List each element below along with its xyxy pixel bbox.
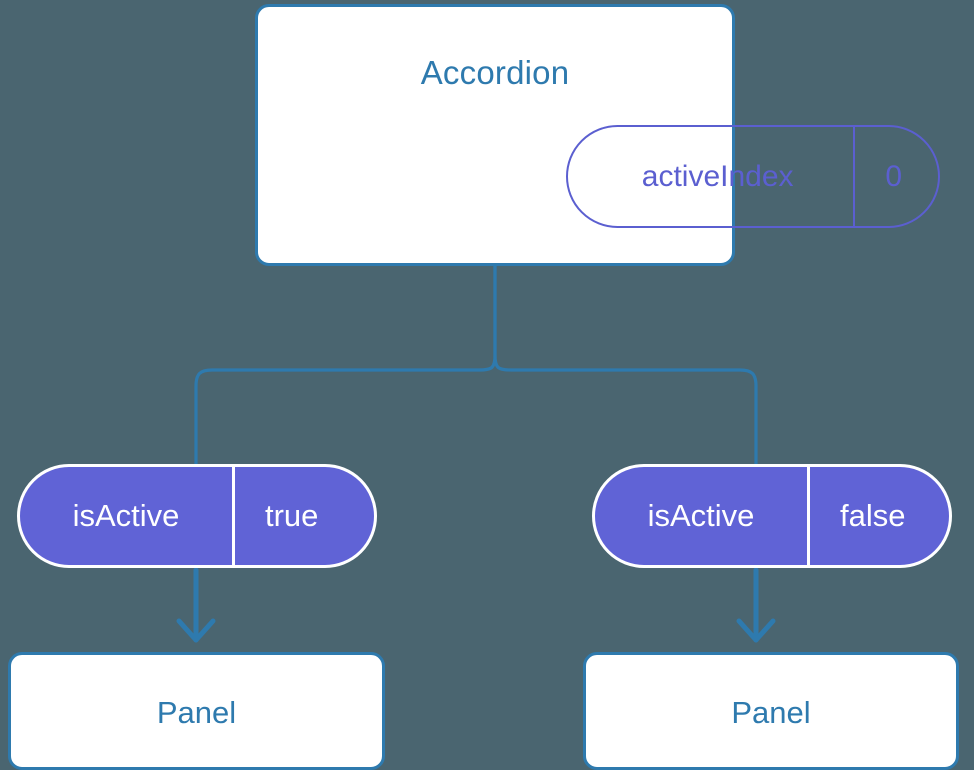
state-pill-right-value: false <box>840 498 906 533</box>
panel-card-right[interactable]: Panel <box>583 652 959 770</box>
accordion-prop-value: 0 <box>885 159 902 193</box>
tree-connector-path-right <box>493 264 758 466</box>
state-pill-left-value: true <box>265 498 319 533</box>
state-pill-is-active-true[interactable]: isActive true <box>17 464 377 568</box>
accordion-prop-key: activeIndex <box>568 127 856 226</box>
arrow-left-pill-to-panel <box>176 567 216 643</box>
arrow-right-pill-to-panel <box>736 567 776 643</box>
state-pill-left-key: isActive <box>20 467 235 565</box>
accordion-title: Accordion <box>420 54 570 91</box>
state-pill-is-active-false[interactable]: isActive false <box>592 464 952 568</box>
accordion-prop-pill[interactable]: activeIndex 0 <box>566 125 940 228</box>
accordion-component-card[interactable]: Accordion activeIndex 0 <box>255 4 940 266</box>
tree-connector-path <box>194 264 497 466</box>
panel-card-left[interactable]: Panel <box>8 652 385 770</box>
state-pill-right-key: isActive <box>595 467 810 565</box>
panel-left-title: Panel <box>156 695 237 730</box>
panel-right-title: Panel <box>731 695 811 730</box>
